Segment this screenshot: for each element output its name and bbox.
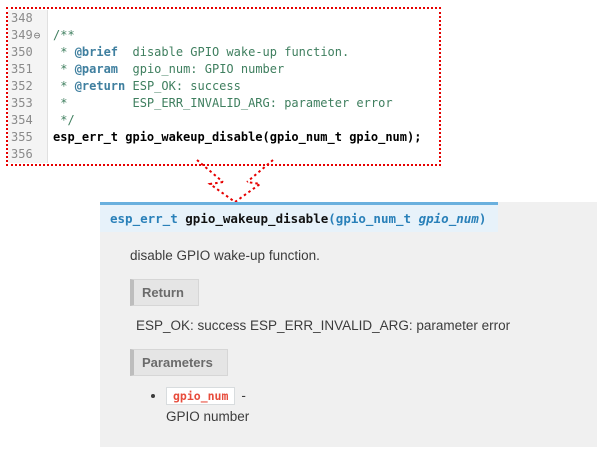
signature-param-type: gpio_num_t: [335, 211, 419, 226]
line-number: 349⊖: [8, 27, 48, 44]
code-text: * @brief disable GPIO wake-up function.: [53, 45, 350, 59]
code-line: 352 * @return ESP_OK: success: [8, 78, 439, 95]
dotted-arrow-down-icon: [183, 158, 295, 204]
line-number: 350: [8, 44, 48, 61]
function-signature: esp_err_t gpio_wakeup_disable(gpio_num_t…: [100, 202, 499, 232]
code-line: 350 * @brief disable GPIO wake-up functi…: [8, 44, 439, 61]
doc-panel: esp_err_t gpio_wakeup_disable(gpio_num_t…: [100, 202, 597, 447]
line-number: 352: [8, 78, 48, 95]
return-section-header: Return: [130, 279, 199, 306]
parameter-name-literal: gpio_num: [166, 387, 236, 405]
signature-param-name: gpio_num: [418, 211, 479, 226]
code-text: * @param gpio_num: GPIO number: [53, 62, 285, 76]
line-number: 355: [8, 129, 48, 146]
line-number: 348: [8, 10, 48, 27]
function-description: disable GPIO wake-up function.: [130, 248, 320, 263]
code-text: esp_err_t gpio_wakeup_disable(gpio_num_t…: [53, 130, 422, 144]
code-line: 351 * @param gpio_num: GPIO number: [8, 61, 439, 78]
code-line: 354 */: [8, 112, 439, 129]
parameter-item: gpio_num- GPIO number: [166, 387, 597, 424]
code-text: */: [53, 113, 75, 127]
parameter-dash: -: [241, 388, 246, 403]
code-line: 349⊖ /**: [8, 27, 439, 44]
code-editor-snippet: 348 349⊖ /** 350 * @brief disable GPIO wa…: [6, 7, 441, 166]
code-text: [48, 146, 53, 163]
return-section-value: ESP_OK: success ESP_ERR_INVALID_ARG: par…: [136, 318, 511, 333]
code-line: 353 * ESP_ERR_INVALID_ARG: parameter err…: [8, 95, 439, 112]
line-number: 356: [8, 146, 48, 163]
signature-return-type: esp_err_t: [110, 211, 186, 226]
signature-function-name: gpio_wakeup_disable: [185, 211, 329, 226]
code-text: /**: [53, 28, 75, 42]
code-text: * ESP_ERR_INVALID_ARG: parameter error: [53, 96, 393, 110]
parameter-description: GPIO number: [166, 409, 250, 424]
code-text: [48, 10, 53, 27]
code-line: 355 esp_err_t gpio_wakeup_disable(gpio_nu…: [8, 129, 439, 146]
fold-marker-icon[interactable]: ⊖: [33, 29, 41, 42]
code-line: 356: [8, 146, 439, 163]
code-line: 348: [8, 10, 439, 27]
line-number: 354: [8, 112, 48, 129]
code-text: * @return ESP_OK: success: [53, 79, 241, 93]
parameters-section-header: Parameters: [130, 349, 228, 376]
line-number: 353: [8, 95, 48, 112]
line-number: 351: [8, 61, 48, 78]
parameters-list: gpio_num- GPIO number: [150, 387, 597, 424]
